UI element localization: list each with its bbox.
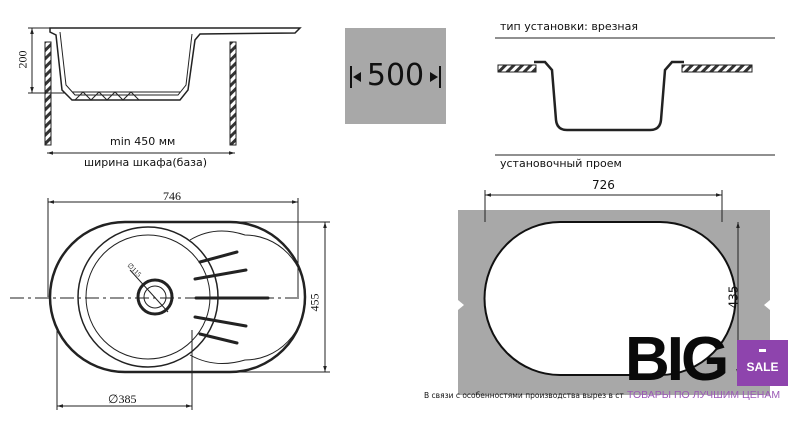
installation-profile: [495, 37, 775, 156]
min-width-label: min 450 мм: [110, 135, 176, 148]
cutout-drawing: [458, 190, 770, 395]
side-view-section: [28, 27, 302, 155]
cutout-height-label: 435: [726, 285, 741, 309]
cabinet-size-badge: 500: [345, 28, 446, 124]
sink-width-label: 746: [163, 189, 181, 203]
sink-height-label: 455: [307, 293, 322, 312]
double-arrow-icon: [350, 66, 441, 88]
production-note: В связи с особенностями производства выр…: [424, 391, 624, 400]
depth-dimension-label: 200: [15, 50, 30, 69]
cabinet-wall-right: [229, 41, 237, 146]
cabinet-size-value: 500: [366, 58, 425, 93]
cutout-label: установочный проем: [500, 157, 622, 170]
cutout-width-label: 726: [592, 178, 615, 192]
tag-hole-icon: [759, 349, 766, 352]
sale-tag-label: SALE: [746, 360, 779, 374]
installation-type-label: тип установки: врезная: [500, 20, 638, 33]
cabinet-width-label: ширина шкафа(база): [84, 156, 208, 169]
sale-tag: SALE: [737, 340, 788, 386]
logo-slogan: ТОВАРЫ ПО ЛУЧШИМ ЦЕНАМ: [627, 389, 781, 401]
sink-top-view: [10, 198, 330, 410]
bowl-diameter-label: ∅385: [108, 392, 137, 406]
big-sale-logo: BIG SALE ТОВАРЫ ПО ЛУЧШИМ ЦЕНАМ: [625, 325, 793, 408]
logo-brand: BIG: [625, 325, 729, 394]
